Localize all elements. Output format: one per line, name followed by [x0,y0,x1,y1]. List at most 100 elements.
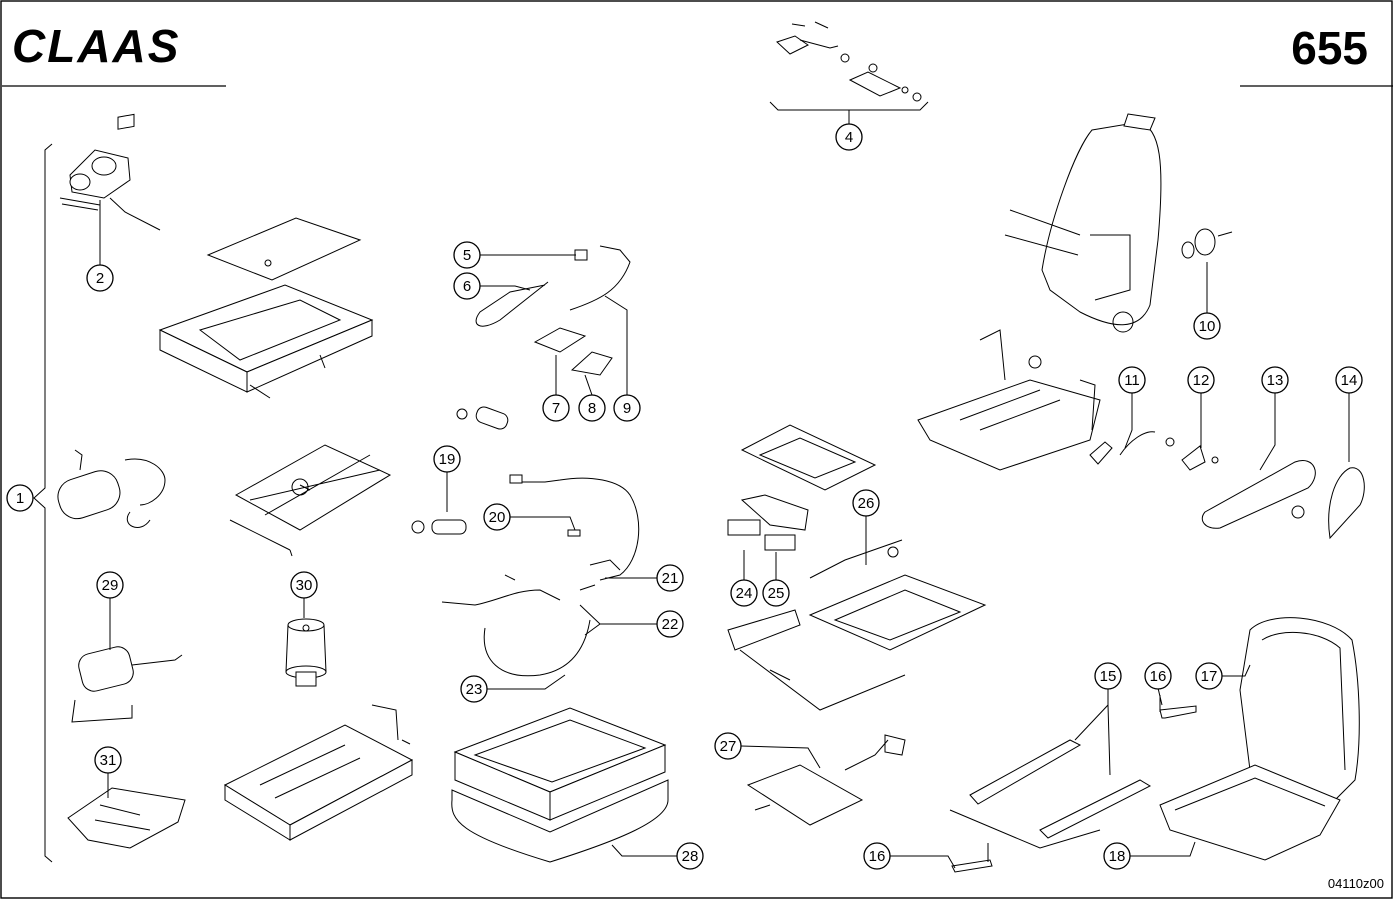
brand-logo: CLAAS [12,20,180,72]
callout-circle-22 [656,610,684,638]
part-20-23-wiring-harness [441,474,640,677]
callout-26: 26 [858,495,875,512]
part-28-seat-box [451,707,669,863]
part-4-handle-kit [776,21,922,102]
callout-circles [6,123,1363,870]
callout-labels: 1 2 4 5 6 7 8 9 10 11 12 13 14 15 16 16 … [16,129,1358,865]
callout-circle-10 [1193,312,1221,340]
callout-circle-5 [453,241,481,269]
part-15-rails [949,739,1152,849]
part-10-knob [1181,228,1233,259]
leader-lines [99,200,1350,869]
callout-circle-7 [542,394,570,422]
part-seat-shell [740,424,877,491]
part-air-compressor [57,449,166,528]
part-backrest-frame [1004,113,1162,333]
callout-10: 10 [1199,318,1216,335]
callout-circle-9 [613,394,641,422]
callout-circle-13 [1261,366,1289,394]
callout-circle-28 [676,842,704,870]
callout-circle-21 [656,564,684,592]
part-cover-plate [206,217,362,281]
part-18-seat-cushion [1159,764,1341,861]
callout-circle-25 [762,579,790,607]
callout-29: 29 [102,577,119,594]
part-upper-frame [158,284,374,399]
part-26-spring-rod [809,539,903,579]
part-29-compressor-motor [71,646,183,723]
part-14-cover [1328,467,1365,540]
part-2-valve-assembly [59,113,161,231]
part-31-bag [67,787,186,849]
callout-12: 12 [1193,372,1210,389]
part-16-bracket-upper [1159,695,1197,719]
callout-7: 7 [552,400,560,417]
callout-11: 11 [1124,372,1140,389]
part-small-cylinder [456,406,509,430]
callout-circle-29 [96,571,124,599]
callout-2: 2 [96,270,104,287]
callout-circle-24 [730,579,758,607]
callout-4: 4 [845,129,853,146]
part-12-hinge [1165,437,1219,471]
callout-6: 6 [463,278,471,295]
callout-circle-8 [578,394,606,422]
part-24-25-pads [727,494,809,551]
callout-circle-4 [835,123,863,151]
callout-1: 1 [16,490,24,507]
callout-17: 17 [1201,668,1218,685]
callout-15: 15 [1100,668,1117,685]
callout-19: 19 [439,451,456,468]
part-30-air-spring [285,618,327,687]
callout-circle-20 [483,503,511,531]
callout-circle-31 [94,746,122,774]
callout-9: 9 [623,400,631,417]
callout-circle-1 [6,484,34,512]
callout-circle-12 [1187,366,1215,394]
page-number: 655 [1291,22,1368,74]
callout-8: 8 [588,400,596,417]
part-19-gas-spring [411,519,467,535]
callout-circle-17 [1195,662,1223,690]
part-13-armrest [1201,460,1316,529]
callout-28: 28 [682,848,699,865]
bracket-4 [769,101,929,124]
callout-30: 30 [296,577,313,594]
callout-24: 24 [736,585,753,602]
callout-22: 22 [662,616,679,633]
callout-circle-19 [433,445,461,473]
group-bracket-1 [33,143,53,863]
callout-23: 23 [466,681,483,698]
part-5-9-cable-set [475,245,631,376]
callout-circle-16b [863,842,891,870]
drawing-reference: 04110z00 [1328,876,1384,891]
callout-circle-2 [86,264,114,292]
callout-circle-6 [453,272,481,300]
part-seat-slide-pan [727,574,987,711]
part-scissor-frame [229,444,392,557]
callout-13: 13 [1267,372,1284,389]
callout-16-lower: 16 [869,848,886,865]
callout-circle-18 [1103,842,1131,870]
part-lower-base [223,704,414,841]
part-17-backrest-cushion [1239,617,1360,801]
callout-21: 21 [662,570,679,587]
callout-18: 18 [1109,848,1126,865]
callout-31: 31 [100,752,117,769]
callout-circle-26 [852,489,880,517]
callout-circle-30 [290,571,318,599]
callout-circle-11 [1118,366,1146,394]
part-11-bracket [1089,431,1156,465]
callout-20: 20 [489,509,506,526]
part-27-switch-plate [746,734,906,826]
callout-25: 25 [768,585,785,602]
callout-circle-14 [1335,366,1363,394]
part-16-bracket-lower [951,843,993,873]
callout-27: 27 [720,738,737,755]
callout-circle-23 [460,675,488,703]
callout-16-upper: 16 [1150,668,1167,685]
part-seat-base-frame [917,329,1101,471]
callout-circle-27 [714,732,742,760]
